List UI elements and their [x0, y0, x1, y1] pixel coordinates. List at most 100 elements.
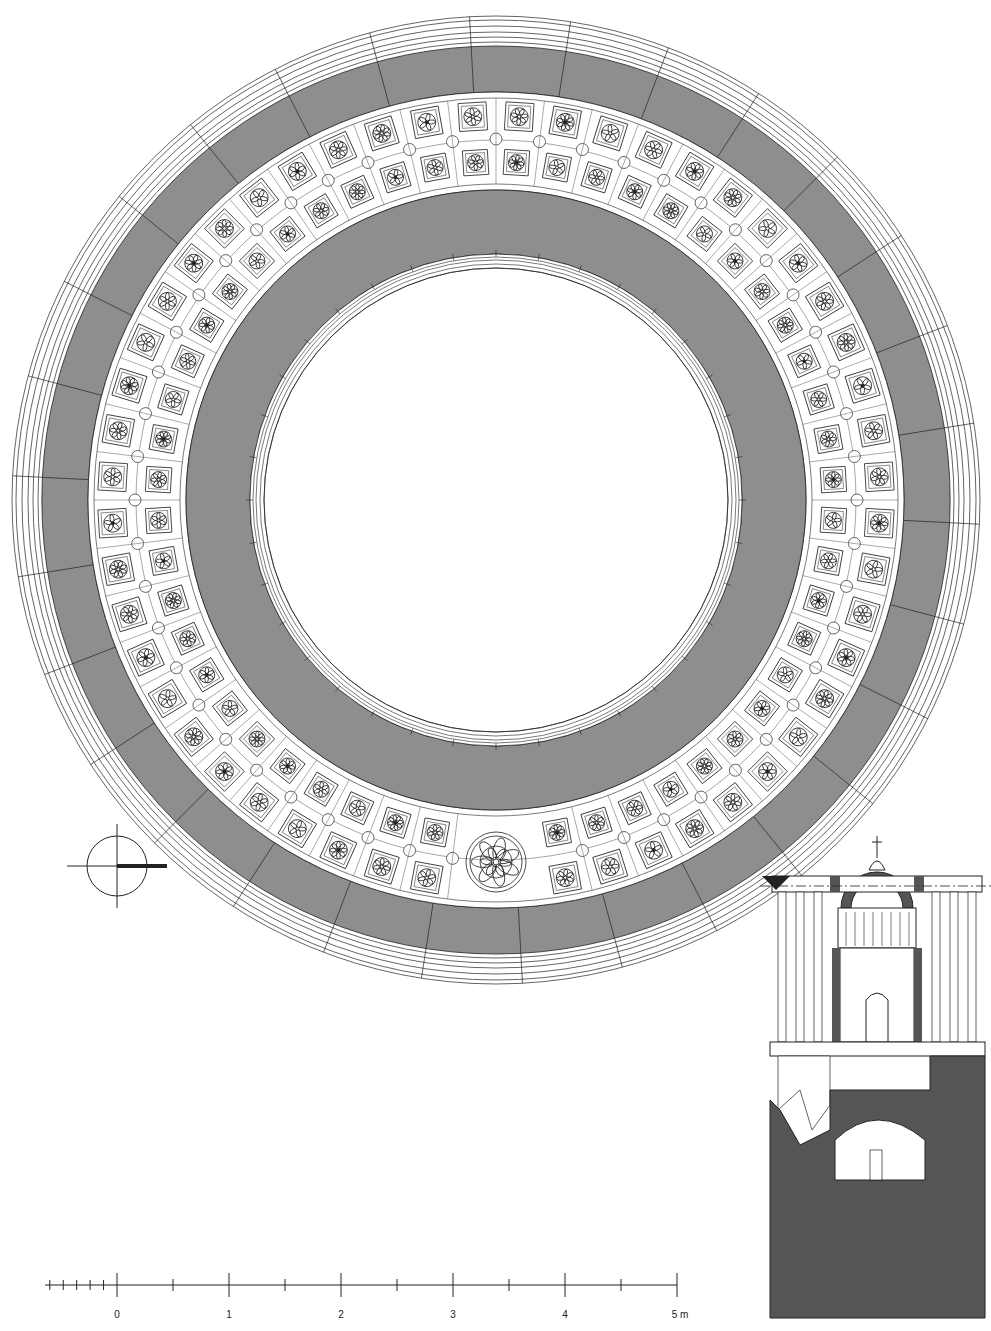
coffer-inner [546, 156, 568, 178]
rosette-core [783, 673, 787, 677]
coffer-frame [270, 216, 305, 251]
rosette-petal [878, 516, 887, 524]
rosette-core [144, 655, 148, 659]
rosette-core [669, 787, 673, 791]
rosette [510, 107, 529, 126]
coffer [145, 466, 171, 492]
rosette-core [827, 437, 830, 440]
joint-line [814, 756, 873, 804]
scale-tick [621, 1279, 622, 1291]
podium-left [778, 1056, 830, 1130]
rosette-core [555, 166, 558, 169]
rib-line [676, 169, 725, 240]
rosette [108, 420, 129, 441]
coffer [458, 102, 488, 132]
rosette-ring [774, 664, 796, 686]
rosette-ring [794, 628, 815, 649]
coffer-inner [691, 753, 718, 780]
coffer [593, 849, 628, 884]
rosette [720, 790, 745, 815]
rosette-petal [475, 161, 483, 168]
rib-line [608, 795, 638, 875]
scale-tick [453, 1273, 454, 1297]
column [778, 892, 786, 1042]
rosette-ring [624, 798, 645, 819]
coffer [239, 243, 274, 278]
coffer [364, 116, 399, 151]
coffer-frame [820, 466, 846, 492]
entablature-cut [914, 876, 924, 892]
ring-line [94, 98, 898, 902]
coffer-inner [783, 721, 814, 752]
rosette [870, 467, 889, 486]
coffer-frame [593, 849, 628, 884]
coffer [410, 106, 443, 139]
coffer [828, 324, 865, 361]
rosette-core [493, 859, 499, 865]
coffer [717, 243, 752, 278]
coffer-inner [823, 510, 843, 530]
tick-line [246, 500, 253, 501]
rosette-petal [434, 826, 442, 833]
coffer-frame [713, 178, 752, 217]
joint-line [191, 125, 239, 184]
coffer-inner [368, 853, 396, 881]
coffer-inner [749, 278, 776, 305]
rosette-petal [112, 475, 121, 483]
rosette-core [116, 429, 120, 433]
tick-line [371, 710, 375, 716]
coffer-inner [752, 756, 783, 787]
coffer-frame [803, 384, 834, 415]
scale-tick [63, 1280, 64, 1290]
rosette [103, 514, 122, 533]
coffer-frame [549, 861, 582, 894]
coffer-frame [654, 772, 688, 806]
rosette-core [355, 190, 359, 194]
rib-line [572, 807, 593, 891]
rib-line [106, 576, 190, 597]
rosette [285, 816, 310, 841]
rosette [327, 838, 351, 862]
podium [770, 1042, 985, 1056]
rosette [599, 855, 621, 877]
rosette [212, 759, 237, 784]
rosette-core [861, 612, 865, 616]
rosette-ring [751, 280, 773, 302]
coffer [820, 466, 846, 492]
rosette [809, 591, 829, 611]
coffer [503, 149, 529, 175]
coffer-frame [618, 792, 651, 825]
rosette-core [878, 521, 881, 524]
coffer-inner [368, 120, 396, 148]
rosette-petal [356, 191, 363, 199]
rosette-core [702, 232, 706, 236]
joint-line [119, 196, 178, 244]
coffer-inner [849, 600, 877, 628]
rosette-petal [153, 479, 160, 487]
coffer [320, 131, 357, 168]
rosette [693, 223, 715, 245]
rosette-ring [599, 122, 621, 144]
ring-line [180, 184, 812, 816]
coffer-inner [152, 428, 174, 450]
rosette-core [228, 706, 232, 710]
coffer-inner [722, 248, 749, 275]
joint-line [324, 881, 351, 952]
coffer-inner [217, 278, 244, 305]
coffer-frame [149, 546, 178, 575]
crypt-door [870, 1150, 882, 1180]
scale-tick [285, 1279, 286, 1291]
coffer-frame [768, 308, 802, 342]
rosette-core [471, 115, 474, 118]
coffer-frame [148, 282, 186, 320]
tick-line [739, 500, 746, 501]
rosette [812, 686, 837, 711]
rosette [163, 389, 183, 409]
coffer-frame [174, 717, 213, 756]
scale-tick [677, 1273, 678, 1297]
rosette-core [595, 176, 599, 180]
coffer-inner [244, 182, 275, 213]
rosette-core [765, 226, 770, 231]
rosette [134, 646, 158, 670]
rosette-ring [212, 216, 237, 241]
